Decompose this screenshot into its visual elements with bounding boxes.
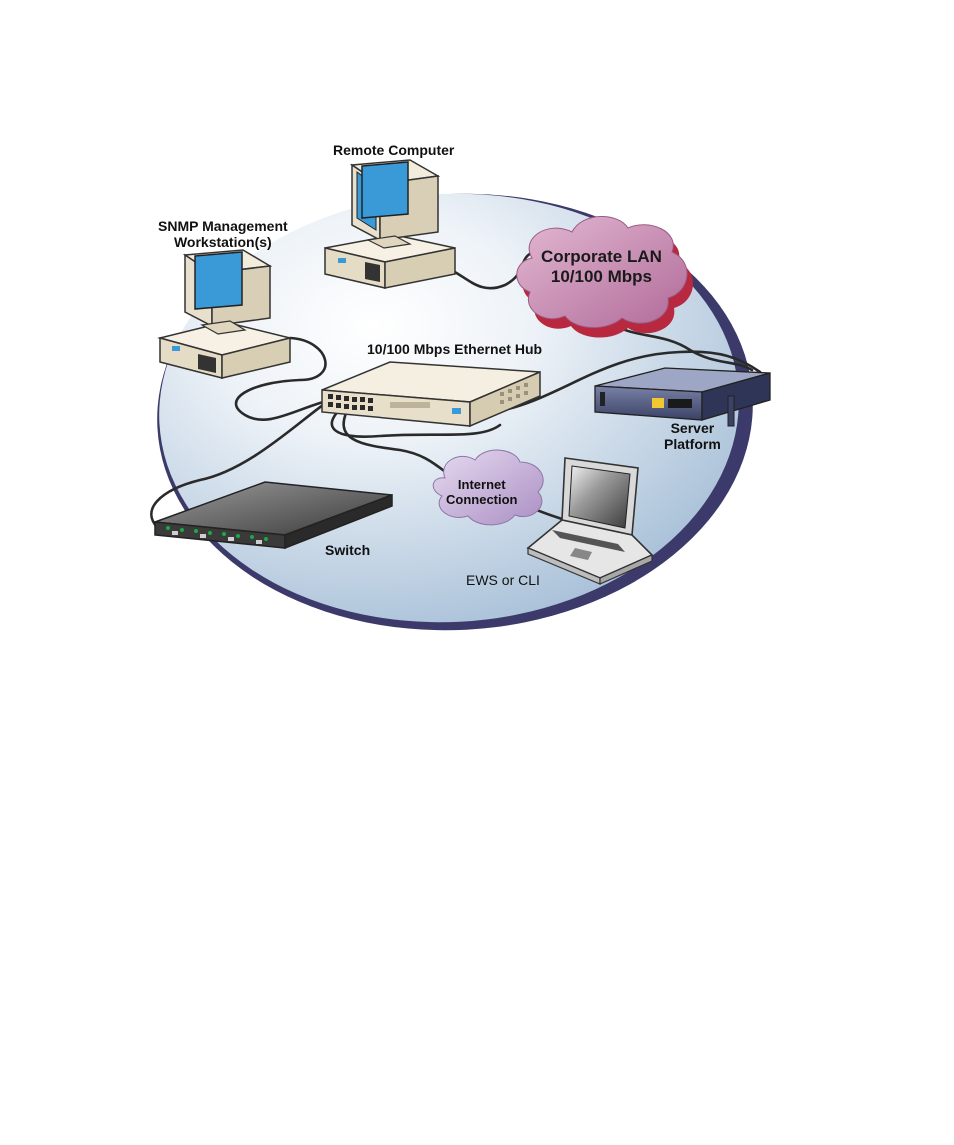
ews-cli-label: EWS or CLI [466, 572, 540, 588]
snmp-workstation [160, 250, 290, 378]
switch-label-text: Switch [325, 542, 370, 558]
lan-label-line2: 10/100 Mbps [541, 267, 662, 287]
internet-connection-label: Internet Connection [446, 478, 518, 508]
remote-computer-label: Remote Computer [333, 142, 454, 158]
internet-label-line1: Internet [446, 478, 518, 493]
switch-label: Switch [325, 542, 370, 558]
ews-label-text: EWS or CLI [466, 572, 540, 588]
internet-label-line2: Connection [446, 493, 518, 508]
lan-label-line1: Corporate LAN [541, 247, 662, 267]
server-label-line2: Platform [664, 436, 721, 452]
ethernet-hub-label: 10/100 Mbps Ethernet Hub [367, 341, 542, 357]
remote-computer-label-text: Remote Computer [333, 142, 454, 158]
snmp-label-line1: SNMP Management [158, 218, 288, 234]
server-platform-label: Server Platform [664, 420, 721, 452]
snmp-workstation-label: SNMP Management Workstation(s) [158, 218, 288, 250]
snmp-label-line2: Workstation(s) [158, 234, 288, 250]
corporate-lan-label: Corporate LAN 10/100 Mbps [541, 247, 662, 286]
hub-label-text: 10/100 Mbps Ethernet Hub [367, 341, 542, 357]
desktop-computer-icon [160, 250, 290, 378]
server-label-line1: Server [664, 420, 721, 436]
